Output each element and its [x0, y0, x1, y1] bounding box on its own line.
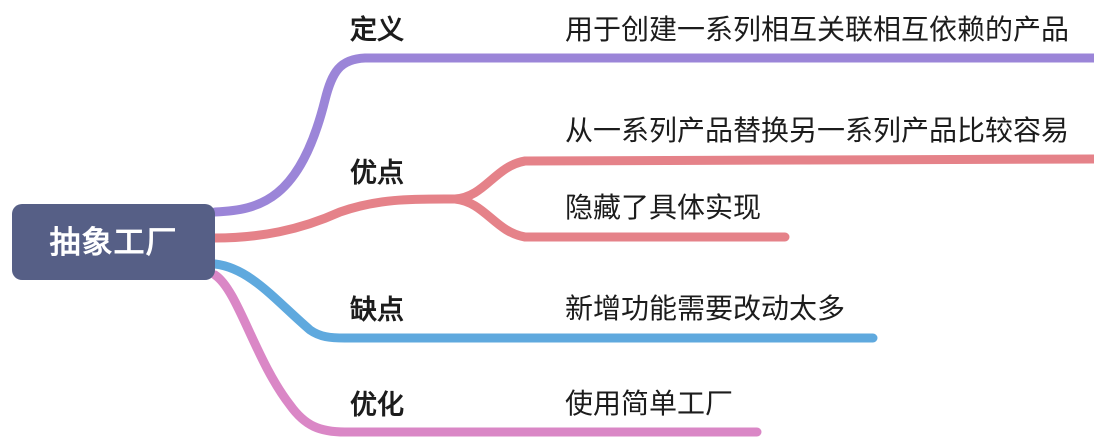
root-node-label: 抽象工厂 [49, 224, 178, 260]
branch-label-quedian[interactable]: 缺点 [350, 295, 404, 325]
branch-label-youhua[interactable]: 优化 [350, 390, 404, 420]
leaf-label-youdian-1[interactable]: 从一系列产品替换另一系列产品比较容易 [565, 115, 1070, 146]
root-node[interactable]: 抽象工厂 [12, 204, 215, 280]
edge-root-to-quedian [210, 259, 878, 343]
edge-root-to-dingyi [210, 53, 1094, 217]
leaf-label-youhua-1[interactable]: 使用简单工厂 [565, 388, 734, 419]
edge-youdian-to-child2 [450, 194, 790, 242]
branch-label-youdian[interactable]: 优点 [350, 158, 404, 188]
edge-root-to-youdian [210, 194, 460, 243]
leaf-label-quedian-1[interactable]: 新增功能需要改动太多 [565, 293, 846, 324]
edge-root-to-youhua [210, 270, 762, 437]
edge-youdian-to-child1 [450, 154, 1094, 204]
leaf-label-youdian-2[interactable]: 隐藏了具体实现 [565, 192, 762, 223]
leaf-label-dingyi-1[interactable]: 用于创建一系列相互关联相互依赖的产品 [565, 14, 1070, 45]
branch-label-dingyi[interactable]: 定义 [350, 15, 404, 45]
